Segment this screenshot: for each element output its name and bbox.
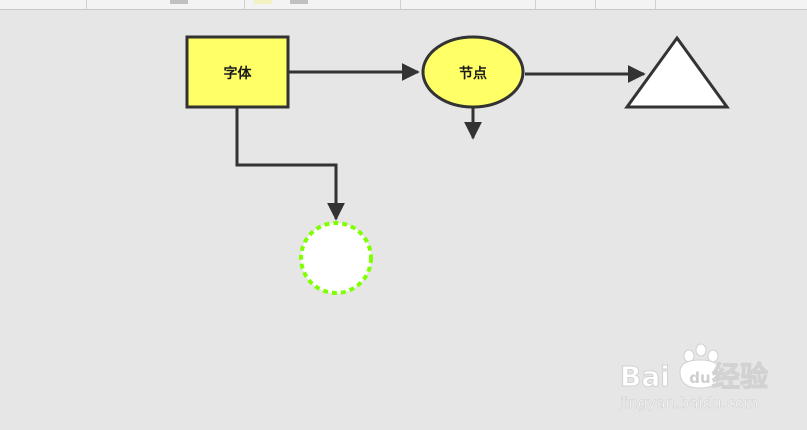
- toolbar-divider: [535, 0, 536, 9]
- toolbar-icon[interactable]: [290, 0, 308, 4]
- paw-icon: du: [679, 343, 721, 389]
- node-font-box[interactable]: 字体: [185, 35, 290, 109]
- toolbar-icon[interactable]: [254, 0, 272, 4]
- edge-font-to-circle[interactable]: [235, 108, 345, 221]
- paw-text: du: [689, 369, 710, 387]
- toolbar-divider: [595, 0, 596, 9]
- toolbar-divider: [400, 0, 401, 9]
- toolbar-divider: [86, 0, 87, 9]
- baidu-jingyan-watermark: Bai du 经验 jingyan.baidu.com: [619, 343, 769, 412]
- node-font-box-shape[interactable]: [185, 35, 290, 109]
- node-triangle[interactable]: [624, 35, 730, 109]
- node-ellipse-label: 节点: [459, 65, 487, 82]
- node-ellipse[interactable]: 节点: [421, 35, 525, 109]
- toolbar-strip: [0, 0, 807, 10]
- watermark-url: jingyan.baidu.com: [619, 394, 758, 412]
- node-dashed-circle[interactable]: [299, 221, 373, 295]
- node-ellipse-shape[interactable]: [421, 35, 525, 109]
- toolbar-icon[interactable]: [170, 0, 188, 4]
- toolbar-divider: [244, 0, 245, 9]
- watermark-brand-text: Bai: [620, 360, 670, 393]
- node-font-box-label: 字体: [224, 65, 253, 82]
- toolbar-divider: [655, 0, 656, 9]
- watermark-brand-suffix: 经验: [712, 360, 768, 393]
